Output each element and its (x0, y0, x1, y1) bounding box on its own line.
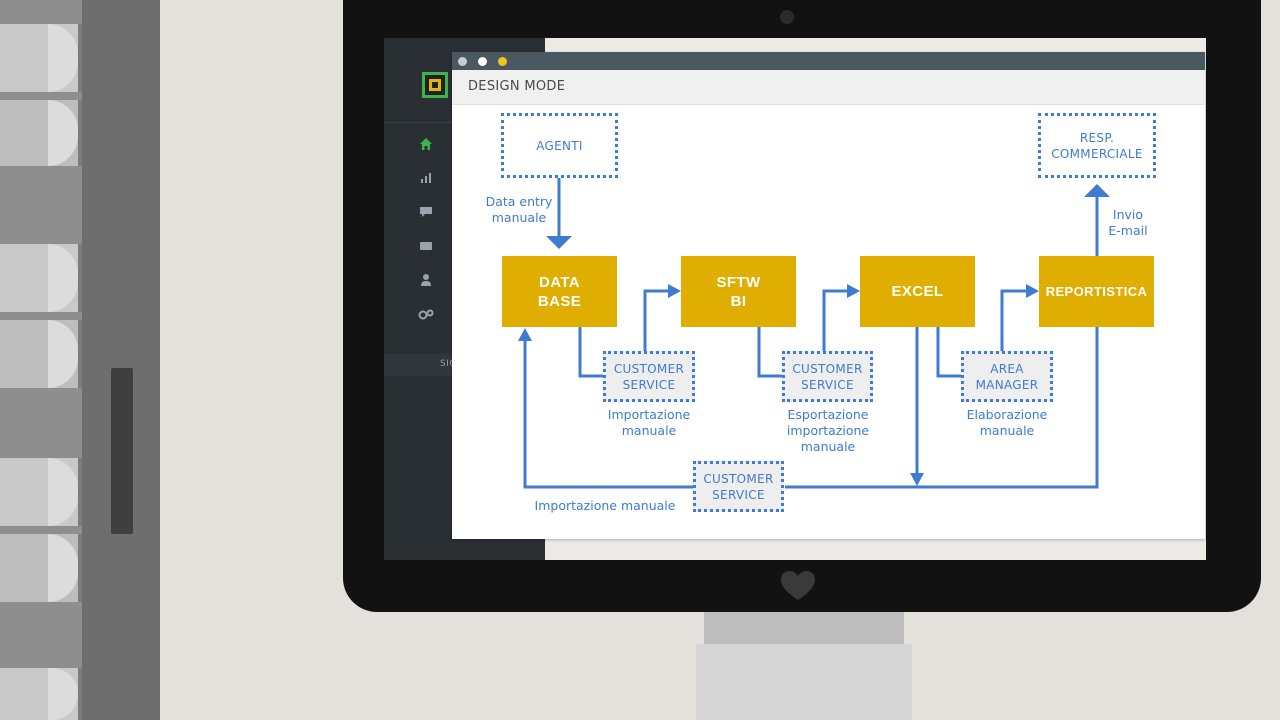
monitor-stand (696, 644, 912, 720)
connector-excel-am (936, 327, 962, 378)
arrow-cs1-sftw (643, 289, 670, 351)
label-importazione-1: Importazione manuale (607, 407, 691, 438)
arrow-cs2-excel (822, 289, 849, 351)
label-importazione-bottom: Importazione manuale (534, 498, 676, 513)
home-icon[interactable] (418, 136, 434, 152)
settings-icon[interactable] (418, 306, 434, 322)
node-database[interactable]: DATA BASE (502, 256, 617, 327)
monitor-neck (704, 612, 904, 646)
label-data-entry: Data entry manuale (485, 194, 553, 225)
user-icon[interactable] (418, 272, 434, 288)
node-excel[interactable]: EXCEL (860, 256, 975, 327)
app-logo (422, 72, 448, 98)
window-minimize-button[interactable] (478, 57, 487, 66)
shelf-book (0, 244, 82, 312)
window-title: DESIGN MODE (468, 79, 566, 94)
node-resp-commerciale[interactable]: RESP. COMMERCIALE (1038, 113, 1156, 178)
heart-logo-icon (781, 571, 815, 600)
shelf-book (0, 458, 82, 526)
node-agenti[interactable]: AGENTI (501, 113, 618, 178)
chart-icon[interactable] (418, 170, 434, 186)
node-customer-service-1[interactable]: CUSTOMER SERVICE (603, 351, 695, 402)
card-icon[interactable] (418, 238, 434, 254)
connector-database-cs1 (578, 327, 604, 378)
chat-icon[interactable] (418, 204, 434, 220)
background-shelf (0, 0, 160, 720)
sidebar-sign-label: SIG (440, 359, 457, 369)
window-close-button[interactable] (458, 57, 467, 66)
node-reportistica[interactable]: REPORTISTICA (1039, 256, 1154, 327)
label-esportazione: Esportazione importazione manuale (786, 407, 870, 454)
shelf-book (0, 534, 82, 602)
shelf-door (82, 0, 160, 720)
node-area-manager[interactable]: AREA MANAGER (961, 351, 1053, 402)
label-elaborazione: Elaborazione manuale (966, 407, 1048, 438)
window-maximize-button[interactable] (498, 57, 507, 66)
shelf-handle (111, 368, 133, 534)
connector-sftw-cs2 (757, 327, 783, 378)
node-sftw-bi[interactable]: SFTW BI (681, 256, 796, 327)
camera-dot (780, 10, 794, 24)
shelf-book (0, 24, 82, 92)
arrow-am-reportistica (1000, 289, 1028, 351)
shelf-book (0, 320, 82, 388)
window-toolbar: DESIGN MODE (452, 70, 1205, 105)
label-invio-email: Invio E-mail (1108, 207, 1148, 238)
shelf-book (0, 668, 82, 720)
shelf-book (0, 100, 82, 166)
connector-reportistica-bottom (785, 327, 1099, 489)
arrow-bottom-database (523, 340, 693, 489)
node-customer-service-2[interactable]: CUSTOMER SERVICE (782, 351, 873, 402)
window-titlebar (452, 52, 1205, 70)
node-customer-service-3[interactable]: CUSTOMER SERVICE (693, 461, 784, 512)
